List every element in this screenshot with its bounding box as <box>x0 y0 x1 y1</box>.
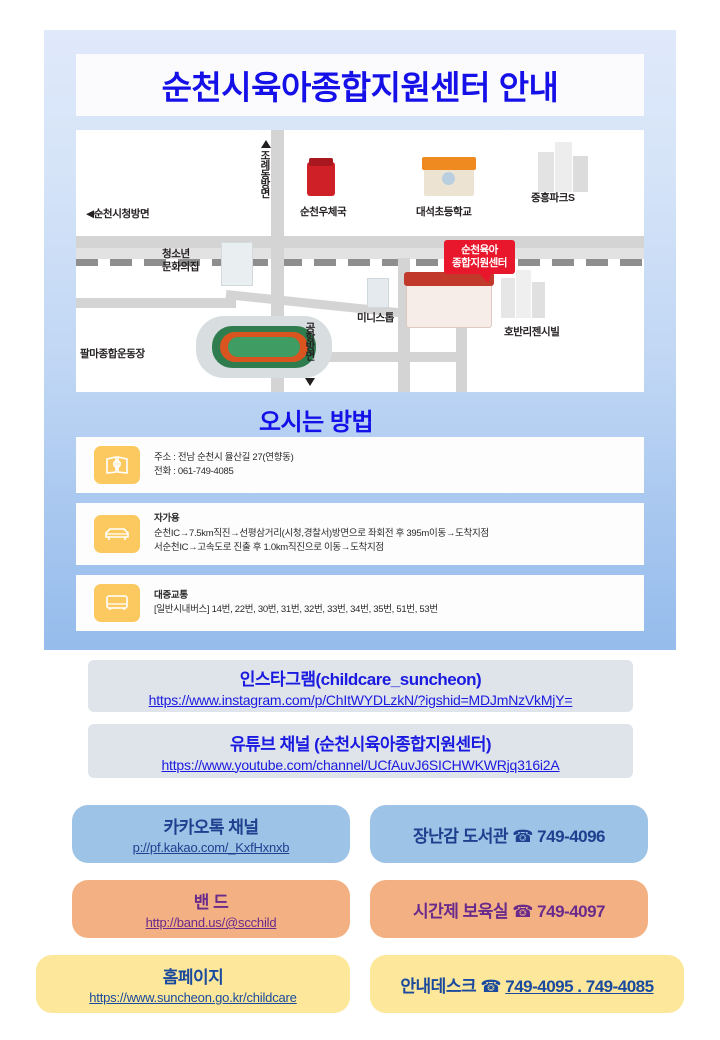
apartment-block-c <box>573 156 588 192</box>
map-label-youth-culture-house: 청소년 문화의집 <box>162 248 200 273</box>
instagram-url[interactable]: https://www.instagram.com/p/ChItWYDLzkN/… <box>148 691 573 708</box>
band-label: 밴 드 <box>193 893 229 912</box>
marker-line-2: 종합지원센터 <box>452 257 507 269</box>
center-location-marker: 순천육아 종합지원센터 <box>444 240 515 274</box>
road-main-horizontal-lower <box>76 248 644 259</box>
hoban-residence-c <box>532 282 545 318</box>
howto-heading: 오시는 방법 <box>258 409 374 436</box>
map-label-palma-stadium: 팔마종합운동장 <box>80 348 145 360</box>
homepage-url[interactable]: https://www.suncheon.go.kr/childcare <box>89 990 297 1005</box>
toy-library-label: 장난감 도서관 ☎ 749-4096 <box>412 826 606 846</box>
car-route-1: 순천IC→7.5km직진→선평삼거리(시청,경찰서)방면으로 좌회전 후 395… <box>154 527 489 539</box>
info-row-transit: 대중교통 [일반시내버스] 14번, 22번, 30번, 31번, 32번, 3… <box>76 575 644 631</box>
apartment-block-b <box>555 142 572 192</box>
map-label-city-hall: ◀순천시청방면 <box>86 208 150 220</box>
homepage-link-box[interactable]: 홈페이지 https://www.suncheon.go.kr/childcar… <box>36 955 350 1013</box>
road-branch-left <box>76 298 236 308</box>
info-desk-numbers: 749-4095 . 749-4085 <box>505 976 654 996</box>
road-main-horizontal <box>76 236 644 248</box>
car-directions-text: 자가용 순천IC→7.5km직진→선평삼거리(시청,경찰서)방면으로 좌회전 후… <box>154 512 489 556</box>
info-row-address: 주소 : 전남 순천시 율산길 27(연향동) 전화 : 061-749-408… <box>76 437 644 493</box>
address-line: 주소 : 전남 순천시 율산길 27(연향동) <box>154 451 294 463</box>
band-url[interactable]: http://band.us/@scchild <box>145 915 277 930</box>
map-pin-icon <box>94 446 140 484</box>
kakao-link-box[interactable]: 카카오톡 채널 p://pf.kakao.com/_KxfHxnxb <box>72 805 350 863</box>
post-office-roof <box>309 158 333 166</box>
info-desk-prefix: 안내데스크 ☎ <box>400 976 506 996</box>
hourly-care-label: 시간제 보육실 ☎ 749-4097 <box>412 901 606 921</box>
map-label-post-office: 순천우체국 <box>300 206 347 218</box>
band-link-box[interactable]: 밴 드 http://band.us/@scchild <box>72 880 350 938</box>
homepage-label: 홈페이지 <box>162 968 224 987</box>
road-dashed-line <box>76 259 644 266</box>
stadium-field <box>228 337 300 357</box>
marker-line-1: 순천육아 <box>461 244 498 256</box>
map-label-hoban-regency: 호반리젠시빌 <box>504 326 560 338</box>
map-label-junghung-park: 중흥파크S <box>531 192 575 204</box>
youtube-label: 유튜브 채널 (순천시육아종합지원센터) <box>229 734 492 754</box>
youtube-url[interactable]: https://www.youtube.com/channel/UCfAuvJ6… <box>161 756 560 773</box>
info-desk-box[interactable]: 안내데스크 ☎ 749-4095 . 749-4085 <box>370 955 684 1013</box>
info-desk-label: 안내데스크 ☎ 749-4095 . 749-4085 <box>400 972 654 997</box>
car-route-2: 서순천IC→고속도로 진출 후 1.0km직진으로 이동→도착지점 <box>154 542 384 554</box>
childcare-center-roof <box>404 272 494 286</box>
location-map: ◀순천시청방면 조례동방면 공항방면 순천우체국 대석초등학교 중흥파크S 청소… <box>76 130 644 392</box>
transit-heading: 대중교통 <box>154 589 188 601</box>
kakao-label: 카카오톡 채널 <box>163 818 259 837</box>
toy-library-box[interactable]: 장난감 도서관 ☎ 749-4096 <box>370 805 648 863</box>
phone-line: 전화 : 061-749-4085 <box>154 466 234 477</box>
hoban-residence-b <box>516 270 531 318</box>
kakao-url[interactable]: p://pf.kakao.com/_KxfHxnxb <box>132 840 290 855</box>
info-row-car: 자가용 순천IC→7.5km직진→선평삼거리(시청,경찰서)방면으로 좌회전 후… <box>76 503 644 565</box>
bus-icon <box>94 584 140 622</box>
instagram-label: 인스타그램(childcare_suncheon) <box>239 669 482 689</box>
apartment-block-a <box>538 152 554 192</box>
childcare-center-building <box>406 280 492 328</box>
map-label-jorye-dong: 조례동방면 <box>259 150 271 198</box>
address-text: 주소 : 전남 순천시 율산길 27(연향동) 전화 : 061-749-408… <box>154 451 294 480</box>
transit-text: 대중교통 [일반시내버스] 14번, 22번, 30번, 31번, 32번, 3… <box>154 589 438 618</box>
youth-culture-house-building <box>221 242 253 286</box>
road-branch-bottom <box>276 352 466 362</box>
ministop-building <box>367 278 389 308</box>
hourly-care-box[interactable]: 시간제 보육실 ☎ 749-4097 <box>370 880 648 938</box>
elementary-school-roof <box>422 157 476 170</box>
hoban-residence-a <box>501 278 515 318</box>
map-label-ministop: 미니스톱 <box>357 312 395 324</box>
map-label-elementary-school: 대석초등학교 <box>416 206 472 218</box>
map-arrow-up-icon <box>261 140 271 148</box>
page-title-text: 순천시육아종합지원센터 안내 <box>161 69 559 106</box>
school-clock-icon <box>442 172 455 185</box>
map-arrow-down-icon <box>305 378 315 386</box>
transit-buses: [일반시내버스] 14번, 22번, 30번, 31번, 32번, 33번, 3… <box>154 604 438 615</box>
road-vertical-right <box>456 265 467 392</box>
map-label-airport: 공항방면 <box>304 322 316 360</box>
car-heading: 자가용 <box>154 513 180 525</box>
post-office-building <box>307 162 335 196</box>
youtube-link-box[interactable]: 유튜브 채널 (순천시육아종합지원센터) https://www.youtube… <box>88 724 633 778</box>
car-icon <box>94 515 140 553</box>
page-title: 순천시육아종합지원센터 안내 <box>76 54 644 116</box>
instagram-link-box[interactable]: 인스타그램(childcare_suncheon) https://www.in… <box>88 660 633 712</box>
